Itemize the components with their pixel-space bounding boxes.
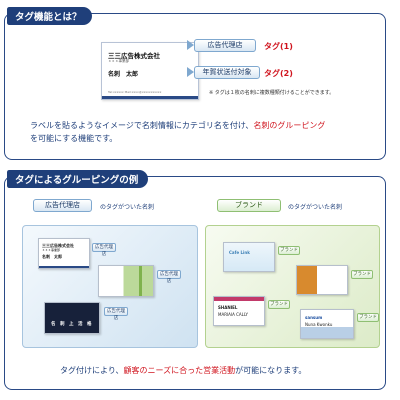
card-name: 名刺 太郎 [108,71,139,78]
feature-description-line1: ラベルを貼るようなイメージで名刺情報にカテゴリ名を付け、名刺のグルーピング [30,120,325,131]
tag-advertising-agency: 広告代理店 [194,39,256,52]
desc-highlight: 名刺のグルーピング [253,121,326,130]
grouping-benefit-text: タグ付けにより、顧客のニーズに合った営業活動が可能になります。 [60,365,306,376]
mini-tag-brand: ブランド [268,300,290,309]
mini-card-name: Nuna Kwonku [305,322,333,327]
card-stripe [214,297,264,301]
mini-card-brand: Cafe Link [229,250,250,255]
brand-card-4: sansum Nuna Kwonku [300,309,354,339]
mini-tag-brand: ブランド [351,270,373,279]
benefit-text-a: タグ付けにより、 [60,366,124,375]
section-title-grouping: タグによるグルーピングの例 [7,170,149,188]
mini-tag-brand: ブランド [357,313,379,322]
desc-text: ラベルを貼るようなイメージで名刺情報にカテゴリ名を付け、 [30,121,254,130]
card-dept: ｘｘｘ事業部 [108,59,129,63]
benefit-highlight: 顧客のニーズに合った営業活動 [123,366,236,375]
mini-card-company: 三三広告株式会社 [42,243,74,248]
mini-card-company: sansum [305,315,323,320]
brand-card-1: Cafe Link [223,242,275,272]
legend-tag-brand: ブランド [217,199,281,212]
mini-card-company: SHANIEL [218,305,238,310]
tag-pointer-icon [187,67,194,77]
legend-text-agency: のタグがついた名刺 [100,204,155,211]
mini-tag-agency: 広告代理店 [157,270,181,284]
agency-card-3: 名 刺 上 活 格 [44,302,100,334]
tag-pointer-icon [187,40,194,50]
brand-card-3: SHANIEL MARIAIA CALLY [213,296,265,326]
mini-card-name: MARIAIA CALLY [218,312,248,317]
card-accent-bar [39,266,89,268]
card-stripe [139,266,142,296]
legend-text-brand: のタグがついた名刺 [288,204,343,211]
card-accent-bar [102,96,198,99]
legend-tag-agency: 広告代理店 [33,199,92,212]
mini-card-name: 名 刺 上 活 格 [51,322,92,327]
brand-card-2 [296,265,348,295]
section-title-tag-feature: タグ機能とは？ [7,7,92,25]
card-company: 三三広告株式会社 [108,52,160,60]
mini-card-dept: ｘｘｘ事業部 [42,248,61,252]
benefit-text-c: が可能になります。 [235,366,307,375]
tag-new-year-card: 年賀状送付対象 [194,66,260,79]
mini-card-name: 名刺 太郎 [42,254,62,259]
multi-tag-note: ※ タグは１枚の名刺に複数種類付けることができます。 [209,90,335,96]
tag-index-1: タグ(1) [264,42,293,51]
business-card-sample: 三三広告株式会社 ｘｘｘ事業部 名刺 太郎 Tel:xxxxxx Mail:xx… [101,42,199,100]
card-contact: Tel:xxxxxx Mail:xxxx@xxxxxxxxxxx [108,90,162,94]
mini-tag-brand: ブランド [278,246,300,255]
tag-index-2: タグ(2) [264,69,293,78]
mini-tag-agency: 広告代理店 [92,243,116,257]
agency-card-2 [98,265,154,297]
feature-description-line2: を可能にする機能です。 [30,134,118,143]
mini-tag-agency: 広告代理店 [104,307,128,321]
agency-card-1: 三三広告株式会社 ｘｘｘ事業部 名刺 太郎 [38,238,90,269]
